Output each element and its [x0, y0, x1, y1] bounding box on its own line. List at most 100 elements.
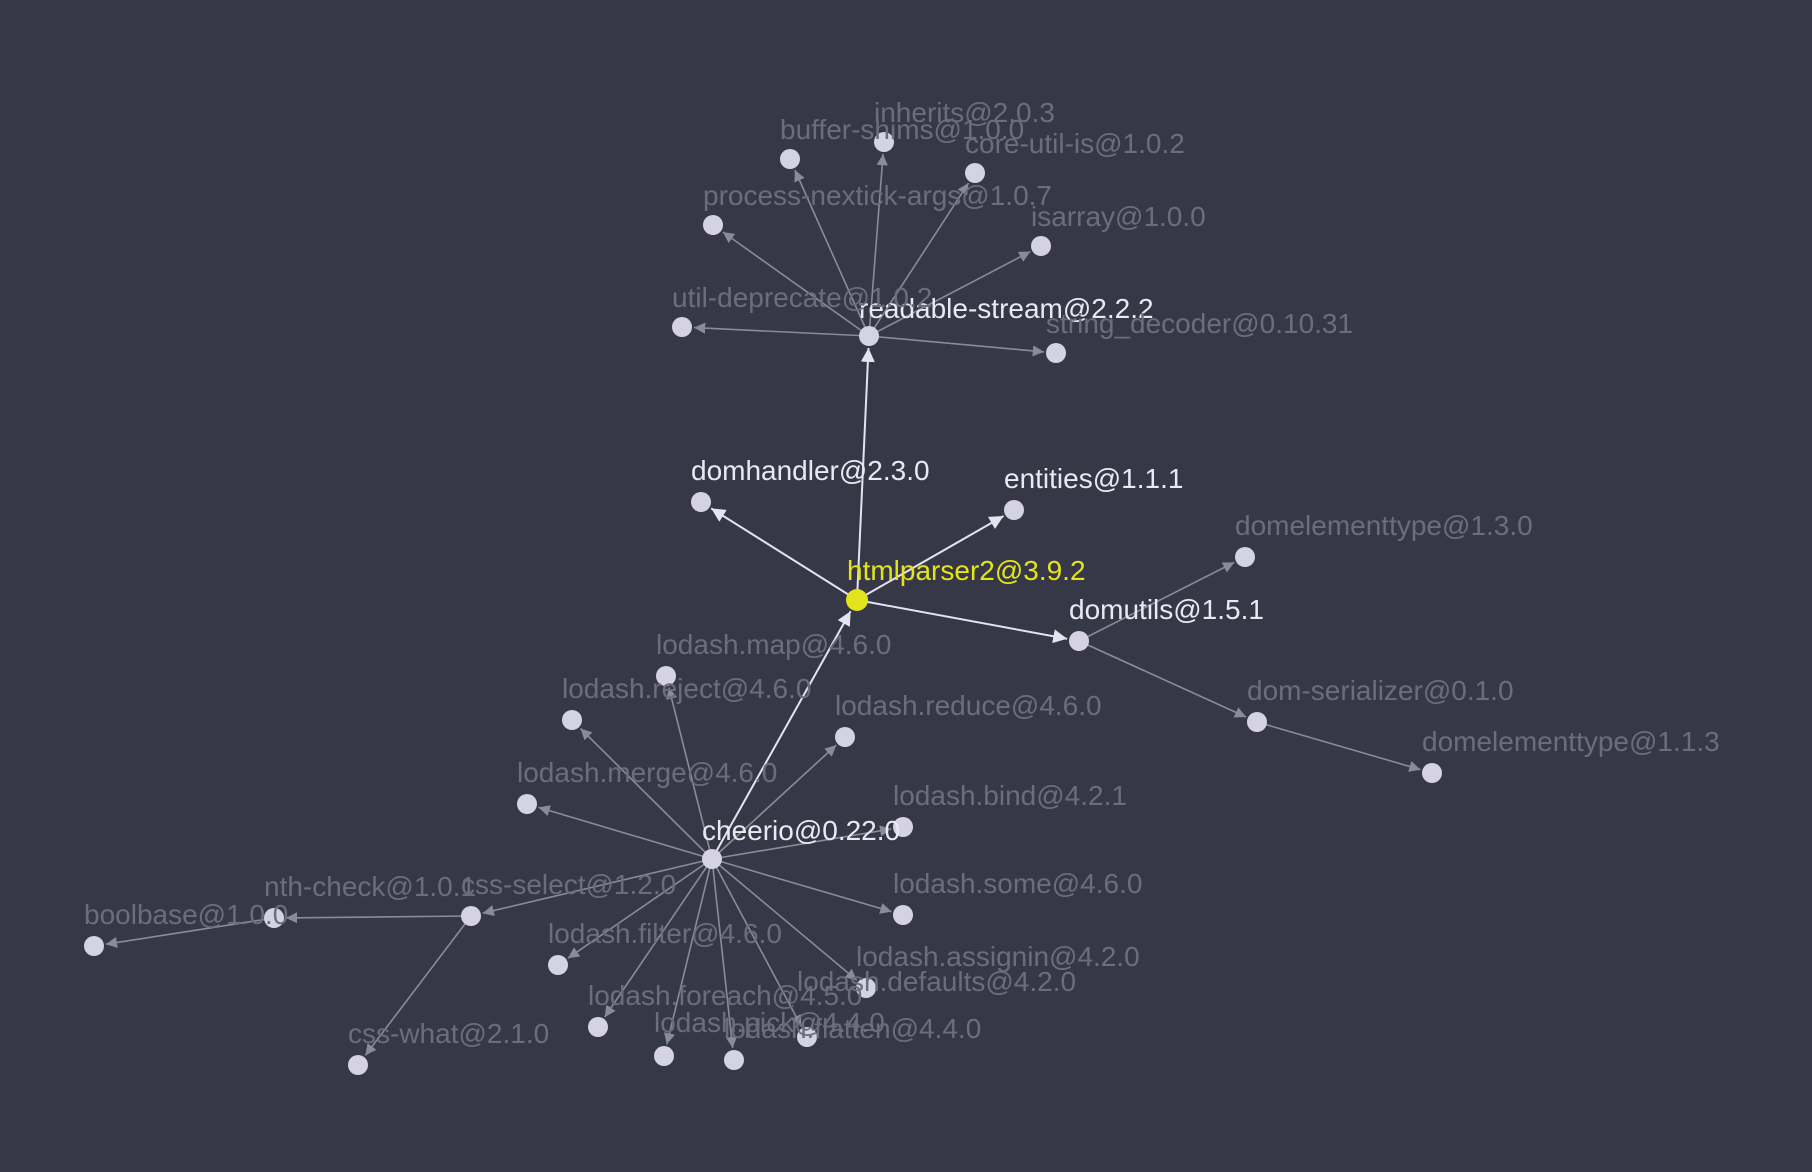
- node-label-domutils: domutils@1.5.1: [1069, 594, 1264, 625]
- edge-readable-stream-to-inherits: [868, 153, 888, 337]
- edge-readable-stream-to-core-util-is: [868, 182, 970, 337]
- node-lodash-map[interactable]: [656, 666, 676, 686]
- node-label-boolbase: boolbase@1.0.0: [84, 899, 288, 930]
- node-label-lodash-flatten: lodash.flatten@4.4.0: [724, 1013, 981, 1044]
- node-label-lodash-merge: lodash.merge@4.6.0: [517, 757, 777, 788]
- node-label-css-what: css-what@2.1.0: [348, 1018, 549, 1049]
- edge-cheerio-to-lodash-foreach: [604, 858, 713, 1018]
- edge-cheerio-to-lodash-bind: [711, 825, 892, 860]
- node-label-lodash-defaults: lodash.defaults@4.2.0: [797, 966, 1076, 997]
- node-lodash-pick[interactable]: [654, 1046, 674, 1066]
- node-nth-check[interactable]: [264, 908, 284, 928]
- node-label-dom-serializer: dom-serializer@0.1.0: [1247, 675, 1514, 706]
- node-core-util-is[interactable]: [965, 163, 985, 183]
- node-label-isarray: isarray@1.0.0: [1031, 201, 1206, 232]
- node-domelementtype-130[interactable]: [1235, 547, 1255, 567]
- edge-readable-stream-to-util-deprecate: [693, 322, 870, 337]
- node-label-nth-check: nth-check@1.0.1: [264, 871, 476, 902]
- node-domutils[interactable]: [1069, 631, 1089, 651]
- node-isarray[interactable]: [1031, 236, 1051, 256]
- node-entities[interactable]: [1004, 500, 1024, 520]
- node-label-htmlparser2: htmlparser2@3.9.2: [847, 555, 1086, 586]
- node-buffer-shims[interactable]: [780, 149, 800, 169]
- edge-readable-stream-to-process-nextick-args: [722, 231, 870, 337]
- node-label-css-select: css-select@1.2.0: [461, 869, 676, 900]
- node-label-lodash-pick: lodash.pick@4.4.0: [654, 1007, 885, 1038]
- edge-htmlparser2-to-domutils: [856, 599, 1068, 644]
- node-label-process-nextick-args: process-nextick-args@1.0.7: [703, 180, 1052, 211]
- node-lodash-filter[interactable]: [548, 955, 568, 975]
- node-util-deprecate[interactable]: [672, 317, 692, 337]
- node-label-lodash-assignin: lodash.assignin@4.2.0: [856, 941, 1140, 972]
- node-process-nextick-args[interactable]: [703, 215, 723, 235]
- edge-domutils-to-domelementtype-130: [1078, 561, 1235, 642]
- node-dom-serializer[interactable]: [1247, 712, 1267, 732]
- node-label-lodash-reject: lodash.reject@4.6.0: [562, 673, 811, 704]
- edge-cheerio-to-lodash-filter: [567, 858, 713, 959]
- edge-css-select-to-css-what: [364, 915, 472, 1056]
- node-string-decoder[interactable]: [1046, 343, 1066, 363]
- node-css-what[interactable]: [348, 1055, 368, 1075]
- node-label-lodash-map: lodash.map@4.6.0: [656, 629, 891, 660]
- edge-cheerio-to-lodash-some: [711, 858, 892, 914]
- edge-cheerio-to-lodash-reduce: [711, 744, 837, 860]
- edge-domutils-to-dom-serializer: [1078, 640, 1247, 718]
- node-lodash-merge[interactable]: [517, 794, 537, 814]
- edge-cheerio-to-lodash-defaults: [711, 858, 803, 1027]
- edge-cheerio-to-lodash-merge: [538, 805, 713, 860]
- node-domelementtype-113[interactable]: [1422, 763, 1442, 783]
- edges-layer: [105, 153, 1421, 1056]
- node-label-string-decoder: string_decoder@0.10.31: [1046, 308, 1353, 339]
- edge-cheerio-to-lodash-map: [666, 687, 713, 860]
- node-label-domhandler: domhandler@2.3.0: [691, 455, 930, 486]
- edge-nth-check-to-boolbase: [105, 917, 275, 949]
- node-label-buffer-shims: buffer-shims@1.0.0: [780, 114, 1024, 145]
- edge-readable-stream-to-buffer-shims: [794, 169, 870, 337]
- node-lodash-assignin[interactable]: [856, 978, 876, 998]
- node-htmlparser2[interactable]: [846, 589, 868, 611]
- node-lodash-foreach[interactable]: [588, 1017, 608, 1037]
- node-readable-stream[interactable]: [859, 326, 879, 346]
- node-cheerio[interactable]: [702, 849, 722, 869]
- node-label-util-deprecate: util-deprecate@1.0.2: [672, 282, 932, 313]
- node-label-core-util-is: core-util-is@1.0.2: [965, 128, 1185, 159]
- node-label-domelementtype-113: domelementtype@1.1.3: [1422, 726, 1720, 757]
- labels-layer: htmlparser2@3.9.2 readable-stream@2.2.2 do…: [84, 97, 1720, 1049]
- edge-cheerio-to-htmlparser2: [711, 610, 852, 860]
- edge-dom-serializer-to-domelementtype-113: [1256, 721, 1421, 772]
- node-label-lodash-some: lodash.some@4.6.0: [893, 868, 1142, 899]
- node-domhandler[interactable]: [691, 492, 711, 512]
- node-boolbase[interactable]: [84, 936, 104, 956]
- edge-htmlparser2-to-entities: [856, 515, 1005, 601]
- edge-cheerio-to-css-select: [482, 858, 713, 917]
- node-lodash-some[interactable]: [893, 905, 913, 925]
- node-label-lodash-filter: lodash.filter@4.6.0: [548, 918, 782, 949]
- node-lodash-reduce[interactable]: [835, 727, 855, 747]
- node-inherits[interactable]: [874, 132, 894, 152]
- node-label-entities: entities@1.1.1: [1004, 463, 1183, 494]
- node-label-lodash-reduce: lodash.reduce@4.6.0: [835, 690, 1102, 721]
- edge-cheerio-to-lodash-flatten: [711, 858, 738, 1049]
- node-label-cheerio: cheerio@0.22.0: [702, 815, 900, 846]
- node-label-readable-stream: readable-stream@2.2.2: [859, 293, 1154, 324]
- edge-readable-stream-to-string-decoder: [868, 335, 1045, 357]
- edge-css-select-to-nth-check: [285, 912, 472, 924]
- node-lodash-reject[interactable]: [562, 710, 582, 730]
- node-lodash-flatten[interactable]: [724, 1050, 744, 1070]
- edge-cheerio-to-lodash-reject: [579, 727, 713, 860]
- node-label-lodash-foreach: lodash.foreach@4.5.0: [588, 980, 862, 1011]
- node-lodash-defaults[interactable]: [797, 1027, 817, 1047]
- edge-htmlparser2-to-domhandler: [710, 507, 858, 601]
- nodes-layer: [84, 132, 1442, 1075]
- edge-htmlparser2-to-readable-stream: [856, 347, 875, 601]
- edge-cheerio-to-lodash-assignin: [711, 858, 858, 981]
- node-label-lodash-bind: lodash.bind@4.2.1: [893, 780, 1127, 811]
- node-label-domelementtype-130: domelementtype@1.3.0: [1235, 510, 1533, 541]
- node-lodash-bind[interactable]: [893, 817, 913, 837]
- node-label-inherits: inherits@2.0.3: [874, 97, 1055, 128]
- node-css-select[interactable]: [461, 906, 481, 926]
- edge-readable-stream-to-isarray: [868, 250, 1031, 337]
- edge-cheerio-to-lodash-pick: [664, 858, 713, 1045]
